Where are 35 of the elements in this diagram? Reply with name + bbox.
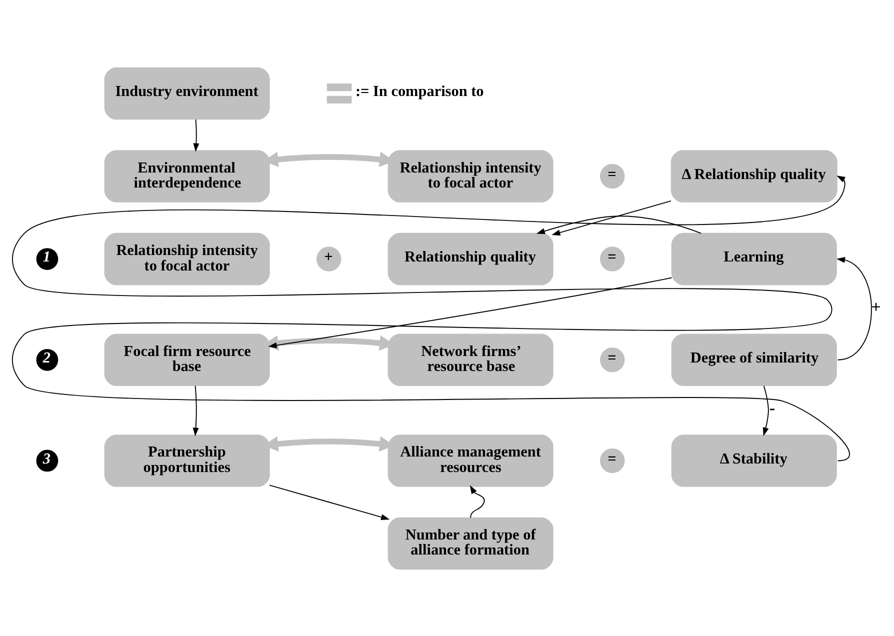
arrow [836, 256, 872, 360]
node-circle: + [316, 246, 342, 271]
arrow [12, 175, 850, 461]
node-box: Δ Stability [671, 434, 837, 486]
node-box: Industry environment [104, 66, 270, 120]
node-box: Learning [671, 232, 837, 285]
edge-label: + [871, 297, 881, 316]
node-box: Focal firm resource base [104, 333, 270, 386]
arrow [552, 200, 672, 235]
node-box: Relationship intensity to focal actor [388, 150, 554, 202]
node-box: Degree of similarity [671, 333, 837, 386]
node-box: Partnership opportunities [104, 434, 270, 486]
arrow [192, 384, 199, 436]
arrow [193, 118, 200, 152]
node-box: Network firms’ resource base [388, 333, 554, 386]
node-circle: 2 [36, 348, 58, 370]
arrow [536, 215, 702, 234]
node-box: Relationship intensity to focal actor [104, 232, 270, 285]
node-box: Relationship quality [388, 232, 554, 285]
arrow [268, 276, 672, 348]
node-circle: 3 [36, 449, 58, 472]
node-box: Number and type of alliance formation [388, 516, 554, 570]
legend-label: := In comparison to [355, 82, 484, 100]
arrow [269, 484, 390, 520]
node-circle: = [600, 246, 625, 271]
arrow [470, 484, 485, 518]
edge-label: - [769, 398, 776, 418]
node-box: Environmental interdependence [104, 150, 270, 202]
arrow [762, 384, 769, 436]
node-circle: = [600, 347, 625, 372]
node-circle: 1 [36, 248, 58, 270]
node-circle: = [600, 163, 625, 188]
node-box: Δ Relationship quality [670, 150, 838, 202]
node-box: Alliance management resources [388, 434, 554, 486]
node-circle: = [600, 448, 625, 473]
